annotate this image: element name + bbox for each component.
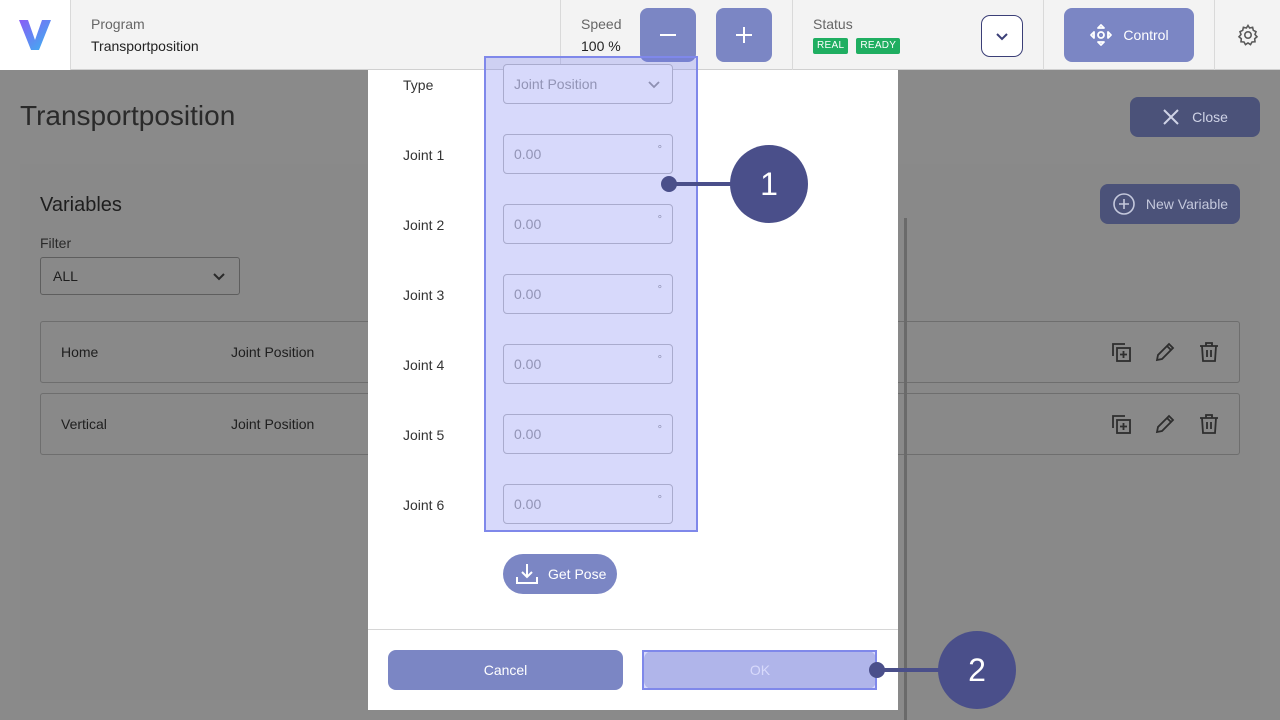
joint-4-label: Joint 4: [403, 357, 445, 373]
filter-label: Filter: [40, 235, 72, 251]
speed-decrease-button[interactable]: [640, 8, 696, 62]
top-bar: Program Transportposition Speed 100 % St…: [0, 0, 1280, 70]
speed-increase-button[interactable]: [716, 8, 772, 62]
joint-5-unit: °: [657, 424, 662, 436]
gear-icon: [1237, 24, 1258, 46]
joint-5-label: Joint 5: [403, 427, 445, 443]
status-badge-ready: READY: [856, 38, 901, 54]
app-logo: [0, 0, 71, 70]
new-variable-button[interactable]: New Variable: [1100, 184, 1240, 224]
close-button-label: Close: [1192, 109, 1228, 125]
program-label: Program: [91, 16, 145, 32]
callout-2-line: [878, 668, 948, 672]
filter-select[interactable]: ALL: [40, 257, 240, 295]
close-icon: [1163, 109, 1179, 125]
variables-title: Variables: [40, 194, 122, 216]
duplicate-icon[interactable]: [1109, 340, 1133, 364]
joint-3-unit: °: [657, 284, 662, 296]
duplicate-icon[interactable]: [1109, 412, 1133, 436]
joint-6-input[interactable]: 0.00 °: [503, 484, 673, 524]
chevron-down-icon: [213, 273, 225, 281]
settings-button[interactable]: [1215, 0, 1280, 70]
close-button[interactable]: Close: [1130, 97, 1260, 137]
variable-type: Joint Position: [231, 344, 315, 360]
status-section: Status REAL READY: [793, 0, 1044, 70]
joint-2-placeholder: 0.00: [514, 216, 542, 232]
joint-3-label: Joint 3: [403, 287, 445, 303]
joint-6-unit: °: [657, 494, 662, 506]
minus-icon: [660, 34, 676, 36]
joint-1-label: Joint 1: [403, 147, 445, 163]
chevron-down-icon: [996, 33, 1008, 41]
joint-inputs-highlight: [484, 56, 698, 532]
joint-1-placeholder: 0.00: [514, 146, 542, 162]
joint-3-input[interactable]: 0.00 °: [503, 274, 673, 314]
joint-1-input[interactable]: 0.00 °: [503, 134, 673, 174]
joint-2-unit: °: [657, 214, 662, 226]
joint-2-label: Joint 2: [403, 217, 445, 233]
plus-icon: [736, 27, 752, 43]
type-select[interactable]: Joint Position: [503, 64, 673, 104]
callout-2-badge: 2: [938, 631, 1016, 709]
joint-4-placeholder: 0.00: [514, 356, 542, 372]
joint-2-input[interactable]: 0.00 °: [503, 204, 673, 244]
program-section[interactable]: Program Transportposition: [71, 0, 561, 70]
v-logo-icon: [19, 20, 51, 50]
dialog-divider: [368, 629, 898, 630]
status-label: Status: [813, 16, 853, 32]
ok-button-highlight: [642, 650, 877, 690]
trash-icon[interactable]: [1197, 412, 1221, 436]
plus-circle-icon: [1113, 193, 1135, 215]
move-arrows-icon: [1090, 24, 1113, 46]
speed-value: 100 %: [581, 38, 621, 54]
type-value: Joint Position: [514, 76, 598, 92]
pencil-icon[interactable]: [1153, 412, 1177, 436]
new-variable-label: New Variable: [1145, 196, 1229, 212]
joint-5-input[interactable]: 0.00 °: [503, 414, 673, 454]
ok-button[interactable]: OK: [644, 651, 876, 689]
program-value: Transportposition: [91, 38, 199, 54]
pencil-icon[interactable]: [1153, 340, 1177, 364]
page-title: Transportposition: [20, 100, 236, 131]
scrollbar[interactable]: [904, 218, 907, 720]
status-dropdown-button[interactable]: [981, 15, 1023, 57]
get-pose-button[interactable]: Get Pose: [503, 554, 617, 594]
get-pose-label: Get Pose: [548, 566, 607, 582]
joint-3-placeholder: 0.00: [514, 286, 542, 302]
type-label: Type: [403, 77, 434, 93]
callout-2-dot: [869, 662, 885, 678]
cancel-button[interactable]: Cancel: [388, 650, 623, 690]
control-section: Control: [1044, 0, 1215, 70]
joint-4-input[interactable]: 0.00 °: [503, 344, 673, 384]
variable-name: Home: [61, 344, 99, 360]
chevron-down-icon: [648, 81, 660, 89]
callout-1-badge: 1: [730, 145, 808, 223]
variable-name: Vertical: [61, 416, 107, 432]
download-icon: [516, 564, 538, 584]
status-badge-real: REAL: [813, 38, 849, 54]
joint-6-label: Joint 6: [403, 497, 445, 513]
callout-1-line: [670, 182, 740, 186]
joint-6-placeholder: 0.00: [514, 496, 542, 512]
control-button-label: Control: [1123, 27, 1169, 43]
variable-type: Joint Position: [231, 416, 315, 432]
control-button[interactable]: Control: [1064, 8, 1194, 62]
variable-dialog: Type Joint Position Joint 1 0.00 ° Joint…: [368, 64, 898, 710]
joint-5-placeholder: 0.00: [514, 426, 542, 442]
speed-label: Speed: [581, 16, 622, 32]
trash-icon[interactable]: [1197, 340, 1221, 364]
joint-4-unit: °: [657, 354, 662, 366]
callout-1-dot: [661, 176, 677, 192]
filter-value: ALL: [53, 268, 78, 284]
joint-1-unit: °: [657, 144, 662, 156]
speed-section: Speed 100 %: [561, 0, 793, 70]
